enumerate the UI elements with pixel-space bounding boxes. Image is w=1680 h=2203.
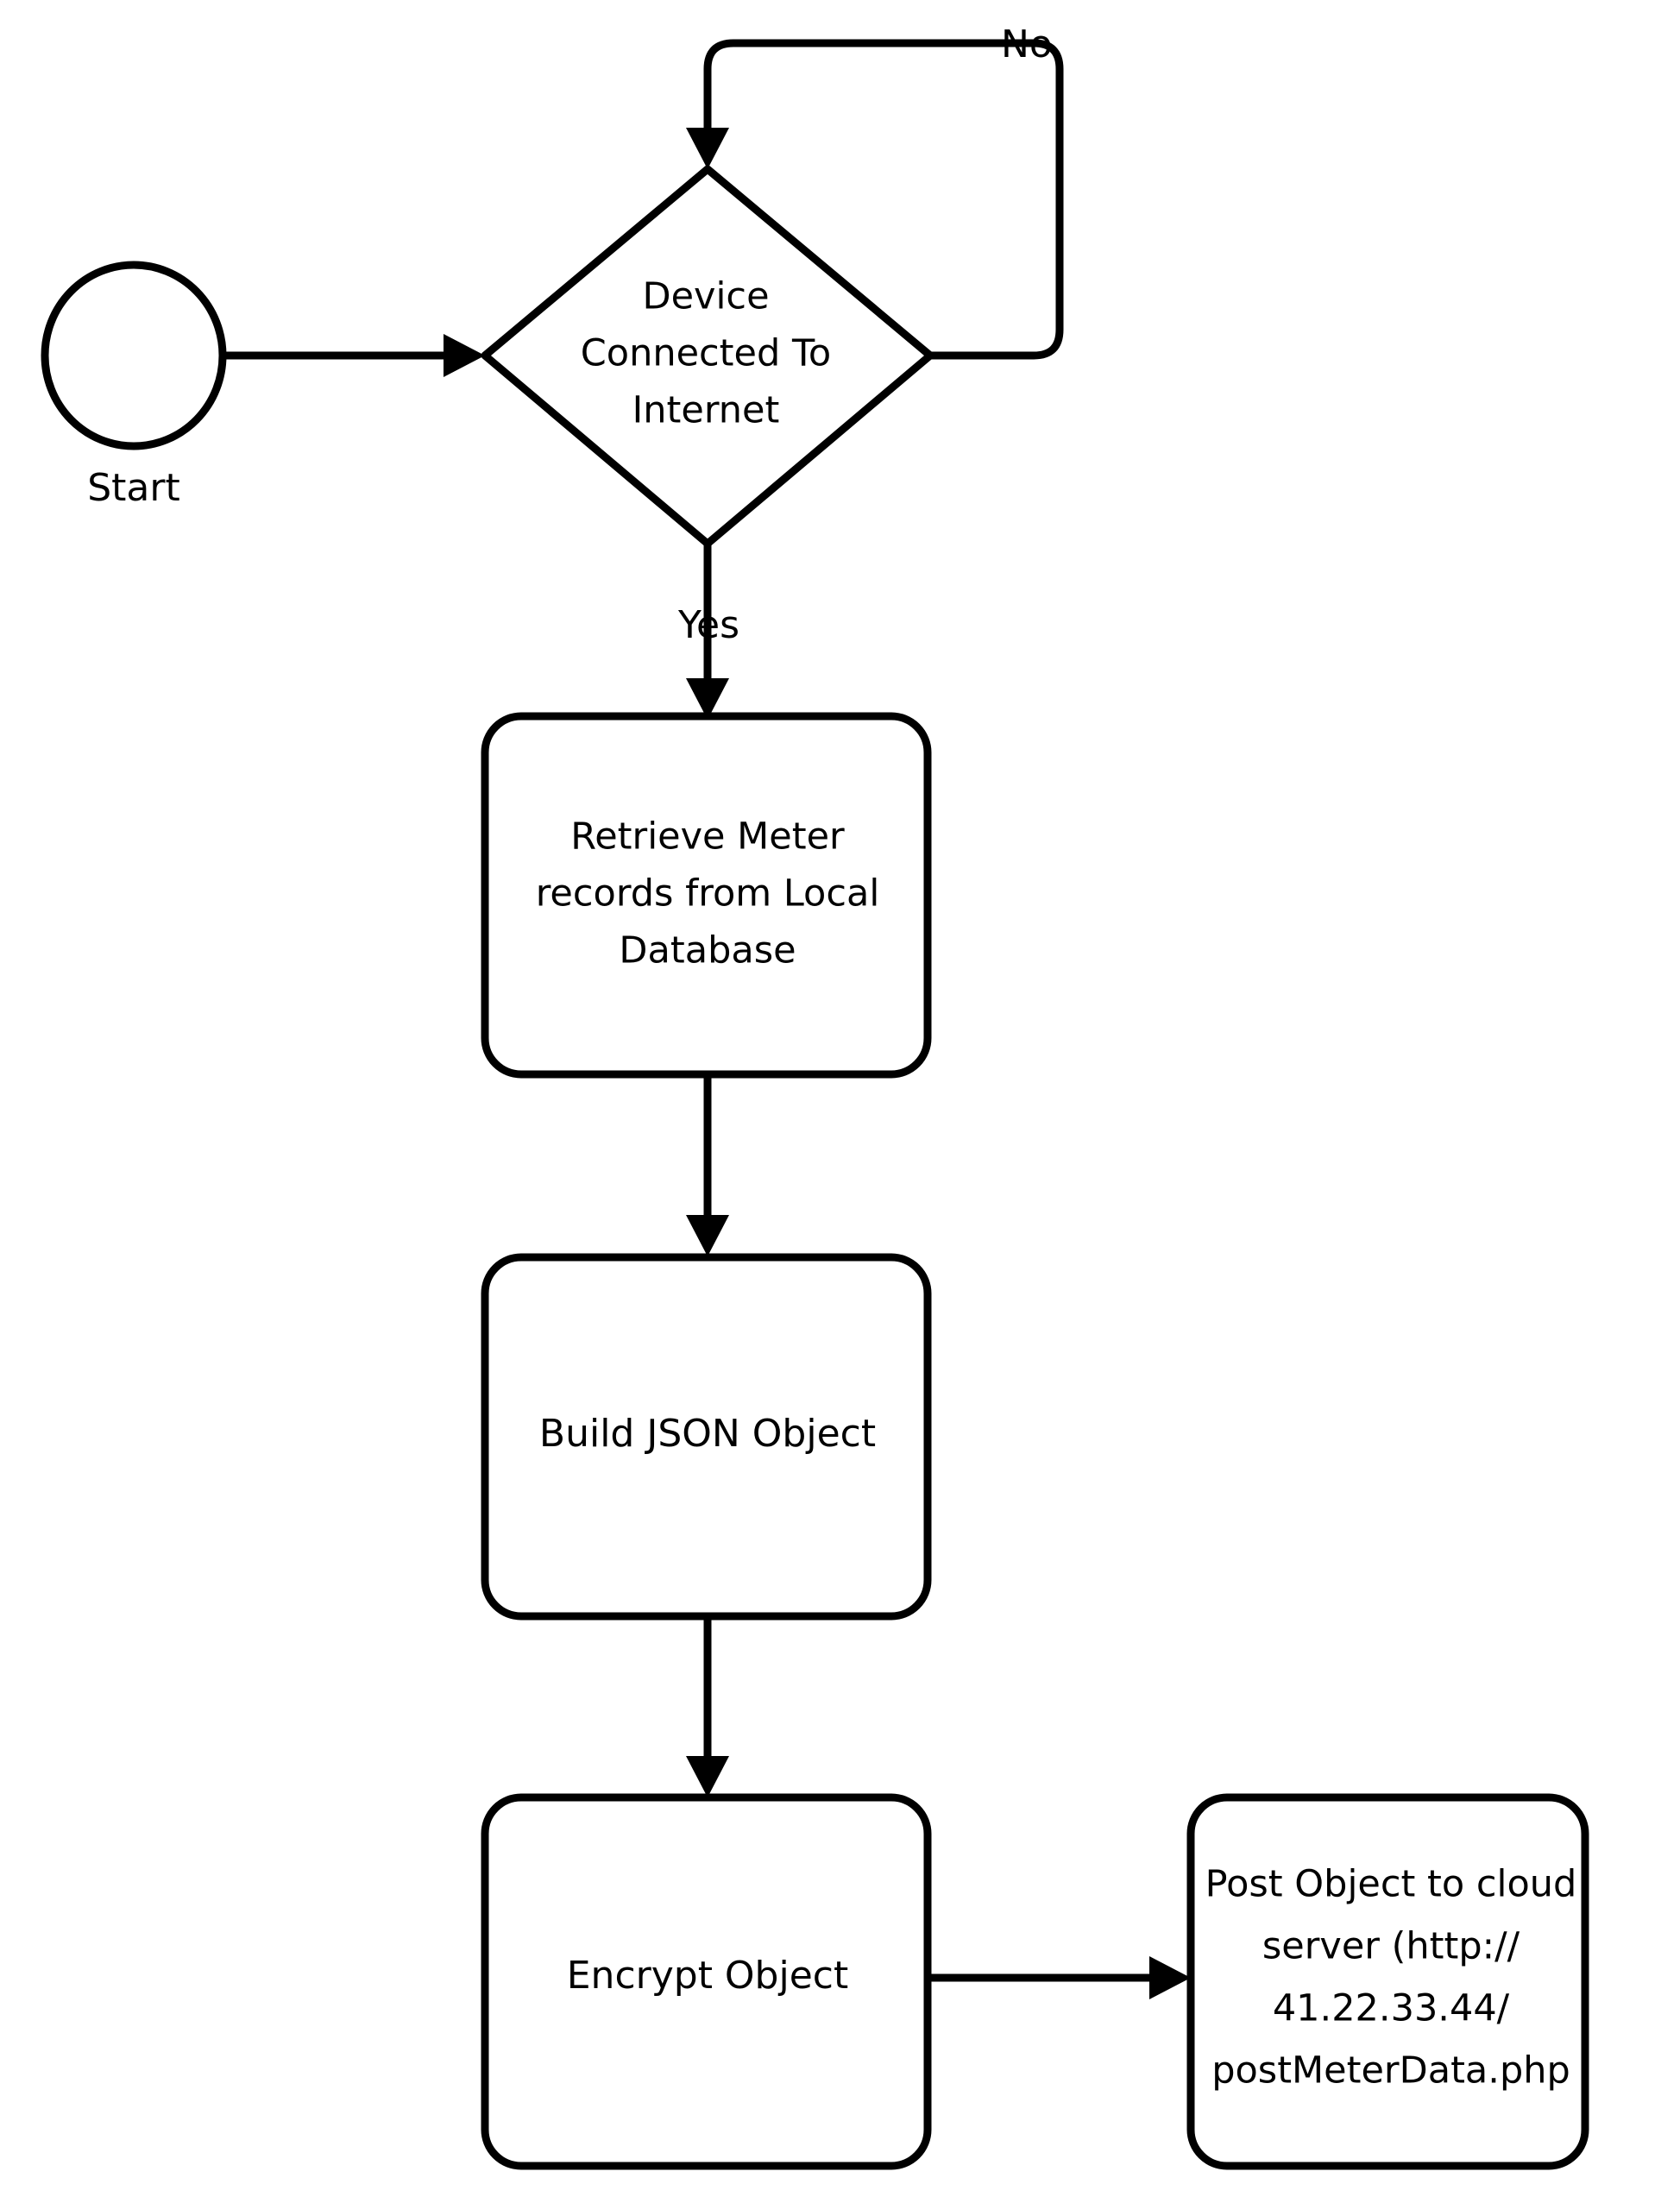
build-json-text: Build JSON Object [539, 1412, 876, 1456]
node-build-json-object[interactable] [481, 1253, 932, 1621]
decision-yes-arrowhead [686, 678, 729, 720]
retrieve-to-build-arrowhead [686, 1215, 729, 1256]
edge-label-yes: Yes [677, 603, 739, 647]
start-ellipse[interactable] [41, 261, 227, 450]
node-retrieve-meter-records[interactable] [481, 712, 932, 1079]
retrieve-box[interactable] [481, 712, 932, 1079]
encrypt-box[interactable] [481, 1793, 932, 2170]
post-object-text-line-3: 41.22.33.44/ [1273, 1987, 1510, 2030]
no-loop-arrowhead [686, 128, 729, 169]
retrieve-text-line-2: records from Local [536, 872, 880, 916]
decision-text-line-2: Connected To [581, 332, 831, 375]
post-object-text-line-2: server (http:// [1262, 1925, 1520, 1968]
post-object-box[interactable] [1186, 1793, 1589, 2170]
edge-label-no: No [1001, 22, 1053, 66]
retrieve-text-line-3: Database [619, 929, 796, 972]
start-to-decision-arrowhead [444, 334, 485, 377]
node-post-object-cloud[interactable] [1186, 1793, 1589, 2170]
edge-decision-yes [686, 544, 729, 720]
encrypt-object-text: Encrypt Object [567, 1954, 848, 1998]
decision-diamond[interactable] [481, 165, 934, 548]
start-label: Start [87, 466, 180, 510]
node-decision-device-connected[interactable] [481, 165, 934, 548]
post-object-text-line-1: Post Object to cloud [1205, 1863, 1577, 1906]
build-json-box[interactable] [481, 1253, 932, 1621]
decision-text-line-3: Internet [632, 389, 780, 432]
encrypt-to-post-arrowhead [1149, 1956, 1191, 1999]
post-object-text-line-4: postMeterData.php [1211, 2049, 1570, 2093]
edge-encrypt-to-post [928, 1956, 1191, 1999]
decision-text-line-1: Device [642, 275, 769, 318]
edge-start-to-decision [223, 334, 485, 377]
edge-decision-no-loop [686, 39, 1064, 360]
build-to-encrypt-arrowhead [686, 1756, 729, 1797]
edge-build-to-encrypt [686, 1616, 729, 1797]
edge-retrieve-to-build [686, 1074, 729, 1256]
retrieve-text-line-1: Retrieve Meter [570, 815, 845, 859]
node-start[interactable] [41, 261, 227, 450]
node-encrypt-object[interactable] [481, 1793, 932, 2170]
no-loop-path [703, 39, 1064, 360]
